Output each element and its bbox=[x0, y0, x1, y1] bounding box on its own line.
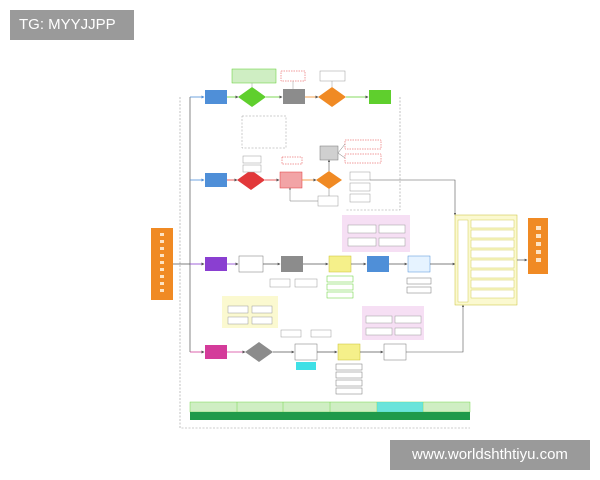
yellow-panel-card-3 bbox=[227, 316, 249, 325]
row4-to-summary bbox=[406, 304, 465, 353]
row1-note-links bbox=[251, 81, 333, 89]
row3-right-note-2 bbox=[406, 286, 432, 294]
pink-panel-top-card-2 bbox=[378, 224, 406, 234]
row3-process-1 bbox=[238, 255, 264, 273]
row1-check-diamond bbox=[318, 87, 346, 107]
row3-sub-note-5 bbox=[326, 291, 354, 299]
pink-panel-bottom-card-2 bbox=[394, 315, 422, 324]
row4-sub-note-1 bbox=[280, 329, 302, 338]
yellow-panel-card-2 bbox=[251, 305, 273, 314]
row3-sub-note-3 bbox=[326, 275, 354, 283]
row2-option-links bbox=[337, 143, 346, 159]
row1-note-grey bbox=[319, 70, 346, 82]
row3-sub-note-2 bbox=[294, 278, 318, 288]
pink-panel-bottom-card-3 bbox=[365, 327, 393, 336]
row2-small-note-3 bbox=[281, 156, 303, 165]
row1-end-box bbox=[369, 90, 391, 104]
summary-rows bbox=[470, 219, 515, 299]
row2-bottom-note bbox=[317, 195, 339, 207]
row4-list-note-2 bbox=[335, 371, 363, 379]
row4-start-box bbox=[205, 345, 227, 359]
row1-note-green bbox=[231, 68, 277, 84]
row2-side-note-2 bbox=[349, 182, 371, 192]
row2-upper-grey-box bbox=[319, 145, 339, 161]
row4-decision-diamond bbox=[245, 342, 273, 362]
row1-start-box bbox=[205, 90, 227, 104]
pink-panel-top bbox=[342, 215, 410, 252]
pink-panel-bottom-card-1 bbox=[365, 315, 393, 324]
row3-right-note-1 bbox=[406, 277, 432, 285]
left-source-text-lines bbox=[160, 233, 164, 292]
row1-process-box bbox=[283, 89, 305, 104]
row3-sub-note-4 bbox=[326, 283, 354, 291]
row2-small-note-2 bbox=[242, 164, 262, 173]
row3-blue-box bbox=[367, 256, 389, 272]
bottom-tab-active bbox=[377, 402, 423, 412]
row2-start-box bbox=[205, 173, 227, 187]
row2-side-note-1 bbox=[349, 171, 371, 181]
row4-yellow-box bbox=[337, 343, 361, 361]
row4-end-box bbox=[383, 343, 407, 361]
pink-panel-top-card-4 bbox=[378, 237, 406, 247]
row2-return-loop bbox=[290, 188, 330, 202]
row3-light-box bbox=[407, 255, 431, 273]
row4-list-note-1 bbox=[335, 363, 363, 371]
row2-side-note-3 bbox=[349, 193, 371, 203]
row3-start-box bbox=[205, 257, 227, 271]
branch-trunk bbox=[173, 97, 191, 352]
source-tag: TG: MYYJJPP bbox=[10, 10, 134, 40]
row2-to-summary bbox=[370, 179, 457, 216]
row3-yellow-box bbox=[328, 255, 352, 273]
row3-sub-note-1 bbox=[269, 278, 291, 288]
watermark: www.worldshthtiyu.com bbox=[390, 440, 590, 470]
row1-decision-diamond bbox=[238, 87, 266, 107]
row2-small-note-1 bbox=[242, 155, 262, 164]
bottom-base-bar bbox=[190, 412, 470, 420]
pink-panel-bottom-card-4 bbox=[394, 327, 422, 336]
row3-process-grey bbox=[281, 256, 303, 272]
row2-check-diamond bbox=[316, 171, 342, 189]
pink-panel-top-card-1 bbox=[347, 224, 377, 234]
feedback-connector bbox=[345, 97, 401, 211]
row2-red-option-1 bbox=[344, 139, 382, 150]
row4-cyan-box bbox=[296, 362, 316, 370]
row2-red-option-2 bbox=[344, 153, 382, 164]
row4-list-note-4 bbox=[335, 387, 363, 395]
outer-loop-connector bbox=[179, 97, 470, 429]
yellow-panel-card-4 bbox=[251, 316, 273, 325]
row4-process-box bbox=[294, 343, 318, 361]
yellow-panel-card-1 bbox=[227, 305, 249, 314]
row2-decision-diamond bbox=[237, 170, 265, 190]
row4-list-note-3 bbox=[335, 379, 363, 387]
pink-panel-top-card-3 bbox=[347, 237, 377, 247]
row2-process-box bbox=[279, 171, 303, 189]
output-block-text-lines bbox=[536, 226, 541, 262]
row1-note-red bbox=[280, 70, 306, 82]
summary-label-strip bbox=[457, 219, 469, 303]
row2-dashed-note-group bbox=[241, 115, 287, 149]
row4-sub-note-2 bbox=[310, 329, 332, 338]
